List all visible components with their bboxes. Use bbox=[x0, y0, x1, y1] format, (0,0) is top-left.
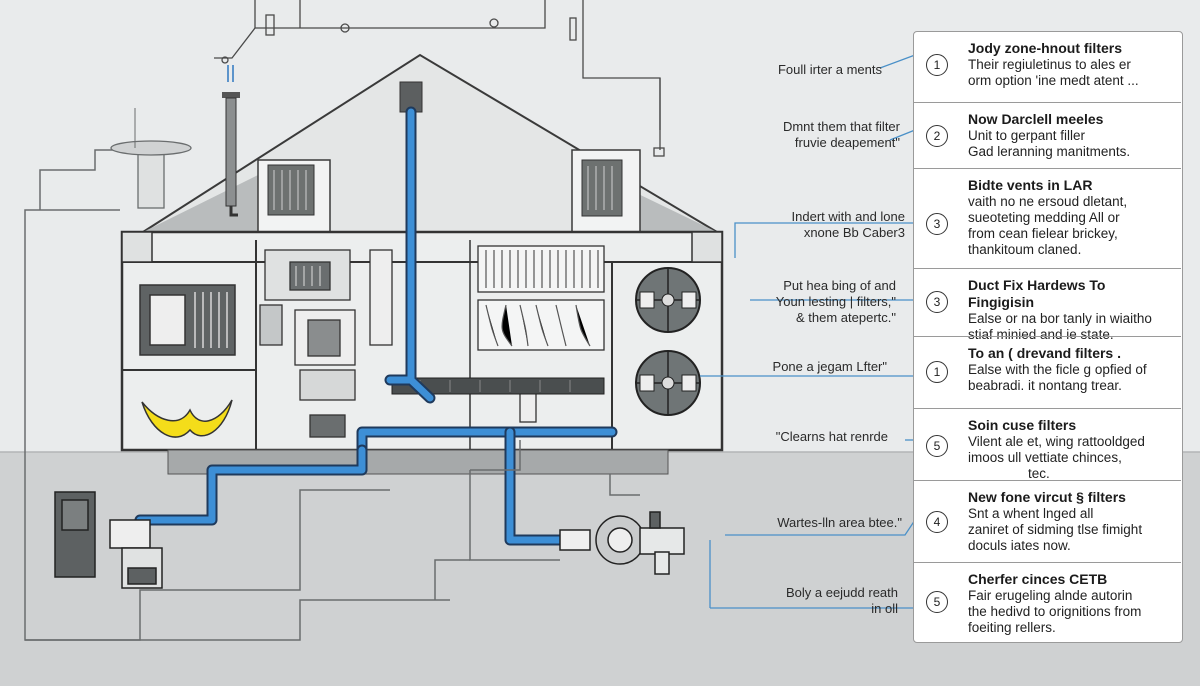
legend-number-badge: 5 bbox=[926, 435, 948, 457]
legend-item: 5 Cherfer cinces CETB Fair erugeling aln… bbox=[914, 562, 1181, 641]
legend-item: 2 Now Darclell meeles Unit to gerpant fi… bbox=[914, 102, 1181, 168]
legend-item: 5 Soin cuse filters Vilent ale et, wing … bbox=[914, 408, 1181, 481]
legend-item: 3 Bidte vents in LAR vaith no ne ersoud … bbox=[914, 168, 1181, 268]
exhaust-fan-upper bbox=[635, 267, 701, 333]
annotation-1: Foull irter a ments bbox=[777, 62, 882, 77]
legend-number-badge: 2 bbox=[926, 125, 948, 147]
annotation-4: Put hea bing of and Youn lesting | filte… bbox=[775, 278, 896, 325]
exhaust-fan-lower bbox=[635, 350, 701, 416]
legend-number-badge: 3 bbox=[926, 213, 948, 235]
legend-item: 4 New fone vircut § filters Snt a whent … bbox=[914, 480, 1181, 562]
vent-stack bbox=[222, 81, 423, 217]
annotation-8: Boly a eejudd reath in oll bbox=[785, 585, 898, 616]
annotation-5: Pone a jegam Lfter" bbox=[772, 359, 887, 374]
pump-assembly bbox=[559, 511, 685, 575]
legend-item: 1 Jody zone-hnout filters Their regiulet… bbox=[914, 32, 1181, 102]
legend-number-badge: 1 bbox=[926, 361, 948, 383]
annotation-3: Indert with and lone xnone Bb Caber3 bbox=[791, 209, 905, 240]
air-handler bbox=[259, 249, 393, 438]
legend-number-badge: 1 bbox=[926, 54, 948, 76]
yellow-coil bbox=[141, 399, 233, 438]
upper-wall-outline bbox=[214, 0, 665, 157]
annotation-6: "Clearns hat renrde bbox=[775, 429, 888, 444]
legend-panel: 1 Jody zone-hnout filters Their regiulet… bbox=[913, 31, 1183, 643]
horizontal-duct bbox=[391, 377, 605, 395]
furnace-unit bbox=[139, 284, 236, 356]
annotation-7: Wartes-lln area btee." bbox=[777, 515, 902, 530]
legend-number-badge: 5 bbox=[926, 591, 948, 613]
annotation-2: Dmnt them that filter fruvie deapement" bbox=[782, 119, 900, 150]
outdoor-unit bbox=[54, 491, 163, 589]
filter-panels bbox=[477, 245, 605, 423]
water-tank bbox=[110, 108, 192, 209]
legend-number-badge: 4 bbox=[926, 511, 948, 533]
vent-mark bbox=[227, 65, 234, 82]
legend-item: 1 To an ( drevand filters . Ealse with t… bbox=[914, 336, 1181, 408]
legend-number-badge: 3 bbox=[926, 291, 948, 313]
legend-item: 3 Duct Fix Hardews To Fingigisin Ealse o… bbox=[914, 268, 1181, 342]
